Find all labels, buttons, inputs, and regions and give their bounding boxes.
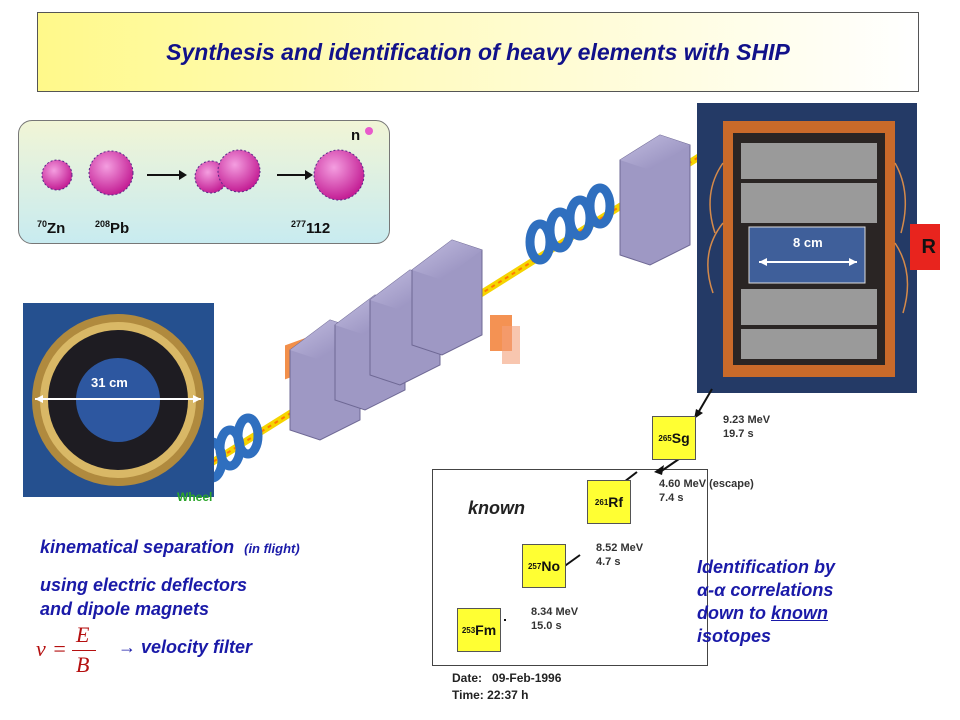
method-line-2: using electric deflectors [40, 575, 248, 595]
decay-info-2: 4.60 MeV (escape)7.4 s [659, 478, 754, 504]
method-line-3: and dipole magnets [40, 599, 210, 619]
velocity-filter-label: → velocity filter [118, 637, 253, 657]
page-title: Synthesis and identification of heavy el… [166, 38, 790, 65]
detector-size-label: 8 cm [793, 235, 823, 250]
decay-arrow-top [694, 388, 713, 419]
wheel-caption: Wheel [177, 490, 213, 504]
target-wheel-graphic [32, 314, 204, 486]
detector-graphic [707, 121, 909, 377]
ship-beamline-diagram [197, 134, 712, 483]
velocity-formula: v = E B [36, 622, 116, 678]
neutron-label: n [351, 127, 361, 144]
target-label: 208Pb [95, 219, 130, 237]
projectile-label: 70Zn [37, 219, 66, 237]
known-label: known [468, 498, 525, 518]
title-banner: Synthesis and identification of heavy el… [37, 12, 919, 92]
dipole-magnet-5 [619, 134, 691, 266]
identification-text: Identification by α-α correlations down … [697, 557, 836, 646]
target-wheel-photo: 31 cm [23, 303, 214, 497]
detector-photo: 8 cm [697, 103, 917, 393]
product-label: 277112 [291, 219, 331, 237]
ship-label-fragment: R [910, 224, 940, 270]
method-line-1: kinematical separation (in flight) [40, 537, 300, 557]
dipole-magnet-4 [411, 239, 483, 356]
wheel-size-label: 31 cm [91, 375, 128, 390]
fusion-reaction-panel: n 70Zn 208Pb 277112 [18, 120, 390, 244]
date-time-block: Date: 09-Feb-1996 Time: 22:37 h [452, 671, 562, 702]
fusion-reaction-graphic [41, 127, 373, 201]
